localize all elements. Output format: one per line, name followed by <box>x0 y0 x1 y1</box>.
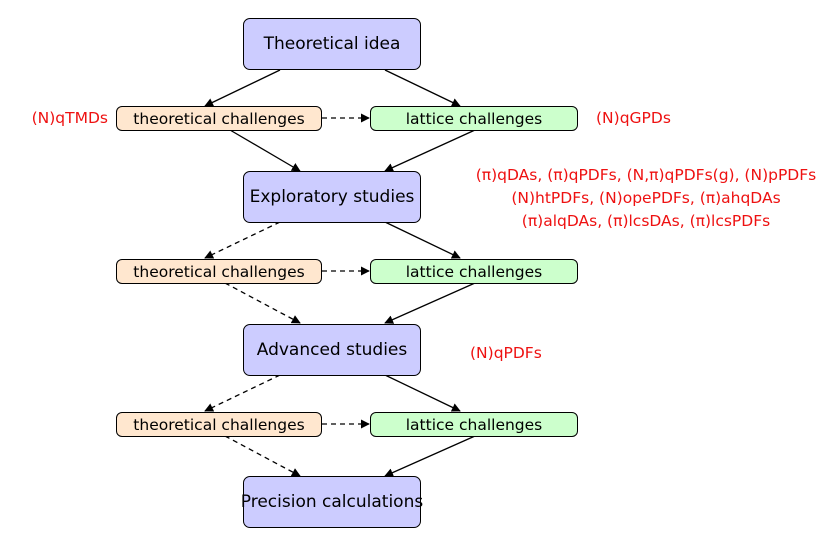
edge-advanced-to-theoretical-3 <box>204 374 281 412</box>
edge-theoretical-3-to-precision <box>224 435 301 477</box>
edge-exploratory-to-theoretical-2 <box>204 221 281 259</box>
edge-exploratory-to-lattice-2 <box>384 221 461 259</box>
node-lattice-challenges-1: lattice challenges <box>370 106 578 131</box>
node-advanced-studies: Advanced studies <box>243 324 421 376</box>
edge-advanced-to-lattice-3 <box>384 374 461 412</box>
node-theoretical-challenges-2: theoretical challenges <box>116 259 322 284</box>
annotation-exploratory-line1: (π)qDAs, (π)qPDFs, (N,π)qPDFs(g), (N)pPD… <box>475 166 817 184</box>
edge-idea-to-lattice-1 <box>384 69 461 107</box>
edge-lattice-3-to-precision <box>384 435 476 477</box>
node-theoretical-challenges-3: theoretical challenges <box>116 412 322 437</box>
edge-theoretical-2-to-advanced <box>224 282 301 324</box>
node-lattice-challenges-3: lattice challenges <box>370 412 578 437</box>
annotation-exploratory-line3: (π)alqDAs, (π)lcsDAs, (π)lcsPDFs <box>521 212 771 230</box>
node-precision-calculations: Precision calculations <box>241 476 423 528</box>
annotation-right-stage1: (N)qGPDs <box>596 109 671 127</box>
node-theoretical-idea: Theoretical idea <box>243 18 421 70</box>
edge-lattice-2-to-advanced <box>384 282 476 324</box>
edge-idea-to-theoretical-1 <box>204 69 281 107</box>
edge-lattice-1-to-exploratory <box>384 129 476 172</box>
annotation-left-stage1: (N)qTMDs <box>31 109 108 127</box>
annotation-advanced: (N)qPDFs <box>470 344 542 362</box>
annotation-exploratory-line2: (N)htPDFs, (N)opePDFs, (π)ahqDAs <box>511 189 781 207</box>
node-lattice-challenges-2: lattice challenges <box>370 259 578 284</box>
edge-theoretical-1-to-exploratory <box>229 129 301 172</box>
node-exploratory-studies: Exploratory studies <box>243 171 421 223</box>
node-theoretical-challenges-1: theoretical challenges <box>116 106 322 131</box>
